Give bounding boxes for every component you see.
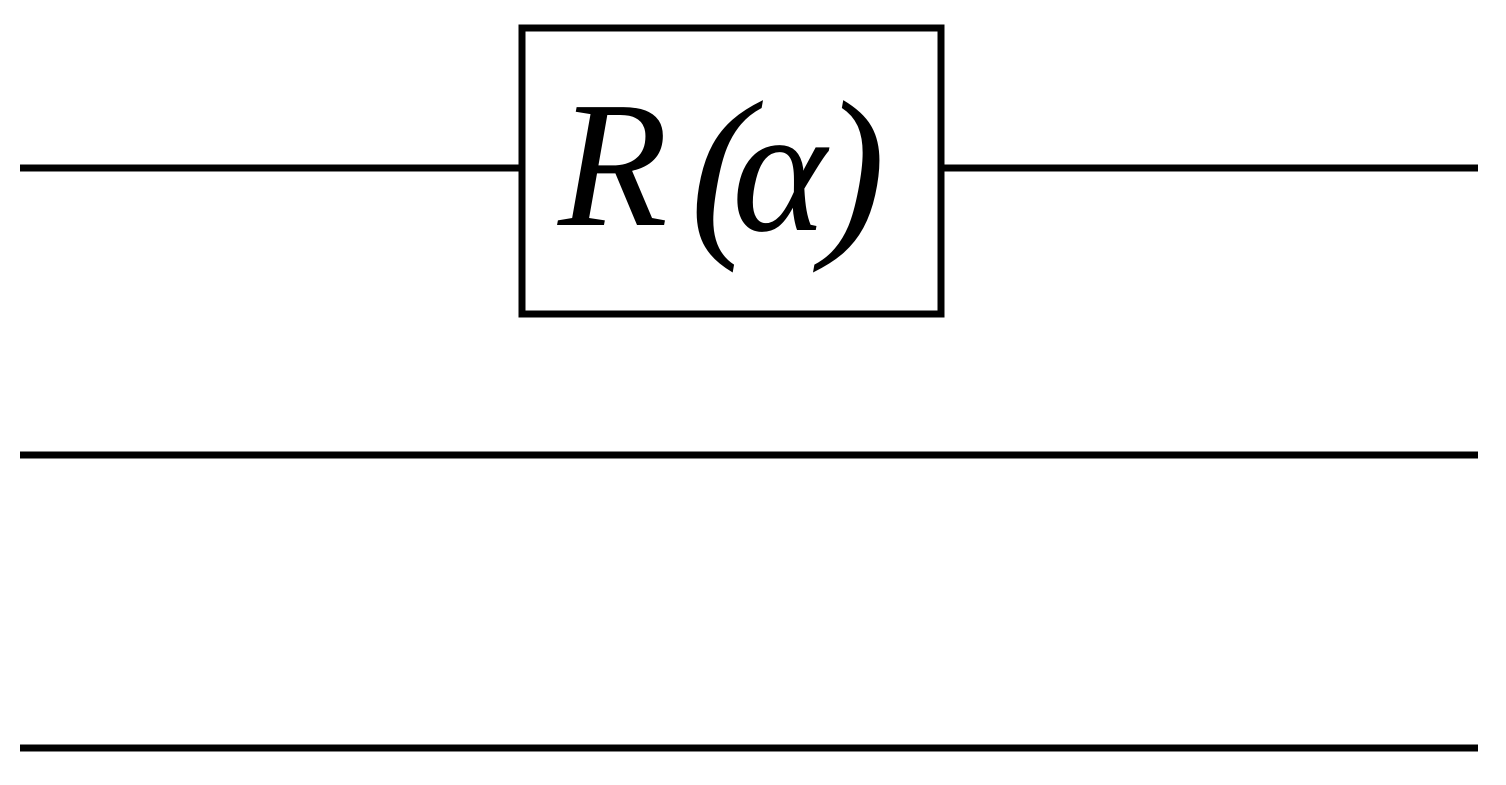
gate-close-paren: ) — [813, 64, 885, 274]
gate-argument: α — [732, 70, 830, 269]
rotation-gate: R ( α ) — [518, 24, 945, 318]
gate-open-paren: ( — [690, 64, 764, 274]
gate-box — [518, 24, 945, 318]
gate-symbol: R — [557, 65, 668, 264]
